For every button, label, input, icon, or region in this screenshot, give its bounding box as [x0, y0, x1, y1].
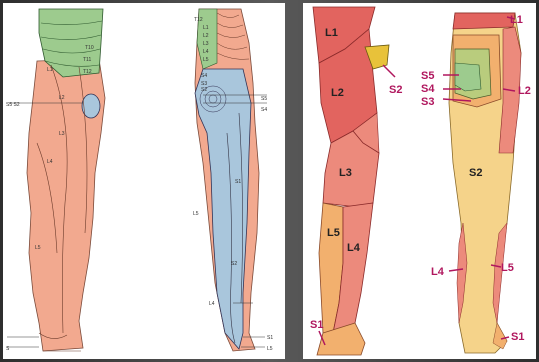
front-label-S2: S2 [389, 84, 402, 96]
label-S2-side: S2 [201, 87, 207, 93]
label-L4-side: L4 [203, 49, 209, 55]
front-label-L4: L4 [347, 242, 361, 254]
right-dermatome-svg: L1 L2 S2 L3 L5 L4 S1 [303, 3, 536, 359]
anterior-leg: L1 L2 S2 L3 L5 L4 S1 [310, 7, 402, 355]
label-S5-side: S5 [261, 96, 267, 102]
label-T10: T10 [85, 45, 94, 51]
posterior-leg-l1-region [453, 13, 515, 29]
back-label-L2: L2 [518, 85, 531, 97]
back-label-S1: S1 [511, 331, 524, 343]
label-S4-side: S4 [201, 73, 207, 79]
back-label-S4: S4 [421, 83, 435, 95]
back-label-S5: S5 [421, 70, 434, 82]
back-label-L1: L1 [510, 14, 523, 26]
label-L3-side: L3 [203, 41, 209, 47]
posterior-leg: T10 T11 T12 L1 L2 L3 S5 S2 L4 L5 S [6, 9, 105, 352]
left-dermatome-panel: T10 T11 T12 L1 L2 L3 S5 S2 L4 L5 S [3, 3, 285, 359]
label-L3: L3 [59, 131, 65, 137]
label-S5-S2: S5 S2 [6, 102, 20, 108]
back-label-L5: L5 [501, 262, 514, 274]
label-T12-side: T12 [194, 17, 203, 23]
label-L4-side-b: L4 [209, 301, 215, 307]
posterior-leg-right: L1 S5 S4 S3 L2 S2 L4 L5 S1 [421, 13, 531, 353]
right-dermatome-panel: L1 L2 S2 L3 L5 L4 S1 [303, 3, 536, 359]
label-L5-side-c: L5 [267, 346, 273, 352]
label-L2: L2 [59, 95, 65, 101]
label-L1-side: L1 [203, 25, 209, 31]
posterior-leg-s5-region [455, 63, 481, 91]
front-label-S1: S1 [310, 319, 323, 331]
label-S1-side: S1 [235, 179, 241, 185]
label-S4-side-b: S4 [261, 107, 267, 113]
label-T12: T12 [83, 69, 92, 75]
label-L5-side: L5 [203, 57, 209, 63]
label-L2-side: L2 [203, 33, 209, 39]
front-label-L3: L3 [339, 167, 352, 179]
label-L1: L1 [47, 67, 53, 73]
front-label-L1: L1 [325, 27, 338, 39]
label-L4: L4 [47, 159, 53, 165]
label-T11: T11 [83, 57, 91, 63]
label-L5: L5 [35, 245, 41, 251]
back-label-L4: L4 [431, 266, 445, 278]
front-label-L2: L2 [331, 87, 344, 99]
left-dermatome-svg: T10 T11 T12 L1 L2 L3 S5 S2 L4 L5 S [3, 3, 285, 359]
label-S1-side-b: S1 [267, 335, 273, 341]
back-label-S2: S2 [469, 167, 482, 179]
label-S2-side-b: S2 [231, 261, 237, 267]
lateral-leg: T12 L1 L2 L3 L4 L5 S4 S3 S2 S5 S4 S1 L5 … [193, 9, 273, 352]
label-L5-side-b: L5 [193, 211, 199, 217]
front-label-L5: L5 [327, 227, 340, 239]
back-label-S3: S3 [421, 96, 434, 108]
